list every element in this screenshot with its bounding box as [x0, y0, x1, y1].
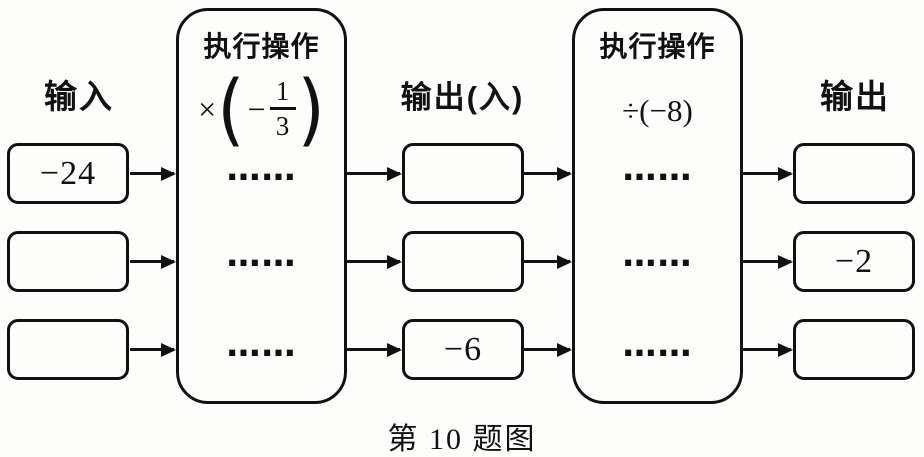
arrow-intermediate-to-machine2-row2	[522, 260, 570, 263]
arrow-machine2-to-output-row1	[742, 172, 791, 175]
minus-sign: −	[247, 91, 266, 127]
machine1-ellipsis-row3: ……	[226, 325, 297, 365]
output-box-row3	[793, 319, 915, 380]
arrow-input-to-machine1-row1	[130, 172, 174, 175]
output-column-label: 输出	[820, 78, 890, 115]
arrow-machine2-to-output-row3	[742, 348, 791, 351]
operation-machine-1: 执行操作 × ( − 1 3 ) …… …… ……	[176, 8, 347, 404]
arrow-machine1-to-intermediate-row1	[346, 172, 400, 175]
input-column-label: 输入	[44, 78, 114, 115]
fraction: 1 3	[269, 75, 296, 142]
fraction-numerator: 1	[275, 75, 290, 106]
arrow-input-to-machine1-row3	[130, 348, 174, 351]
arrow-machine1-to-intermediate-row3	[346, 348, 400, 351]
machine1-title: 执行操作	[203, 31, 320, 62]
machine1-ellipsis-row2: ……	[226, 235, 297, 275]
machine2-ellipsis-row2: ……	[622, 235, 693, 275]
figure-caption: 第 10 题图	[387, 423, 537, 456]
machine2-ellipsis-row1: ……	[622, 149, 693, 189]
box-value: −24	[39, 154, 97, 192]
arrow-input-to-machine1-row2	[130, 260, 174, 263]
multiply-sign: ×	[198, 91, 217, 127]
machine1-operation-expression: × ( − 1 3 )	[179, 59, 344, 159]
big-paren-open: (	[217, 63, 245, 155]
output-box-row2: −2	[793, 231, 915, 292]
arrow-machine1-to-intermediate-row2	[346, 260, 400, 263]
arrow-intermediate-to-machine2-row3	[522, 348, 570, 351]
machine1-ellipsis-row1: ……	[226, 149, 297, 189]
input-box-row2	[7, 231, 129, 292]
output-box-row1	[793, 143, 915, 204]
input-box-row1: −24	[7, 143, 129, 204]
machine2-title: 执行操作	[599, 31, 716, 62]
intermediate-column-label: 输出(入)	[400, 80, 525, 115]
input-box-row3	[7, 319, 129, 380]
arrow-machine2-to-output-row2	[742, 260, 791, 263]
intermediate-box-row2	[402, 231, 524, 292]
machine2-operation-expression: ÷(−8)	[622, 93, 693, 128]
big-paren-close: )	[297, 63, 325, 155]
intermediate-box-row1	[402, 143, 524, 204]
machine2-ellipsis-row3: ……	[622, 325, 693, 365]
box-value: −2	[834, 242, 874, 280]
fraction-bar	[269, 107, 296, 110]
arrow-intermediate-to-machine2-row1	[522, 172, 570, 175]
operation-machine-2: 执行操作 ÷(−8) …… …… ……	[572, 8, 743, 404]
box-value: −6	[443, 330, 483, 368]
intermediate-box-row3: −6	[402, 319, 524, 380]
fraction-denominator: 3	[275, 110, 290, 141]
